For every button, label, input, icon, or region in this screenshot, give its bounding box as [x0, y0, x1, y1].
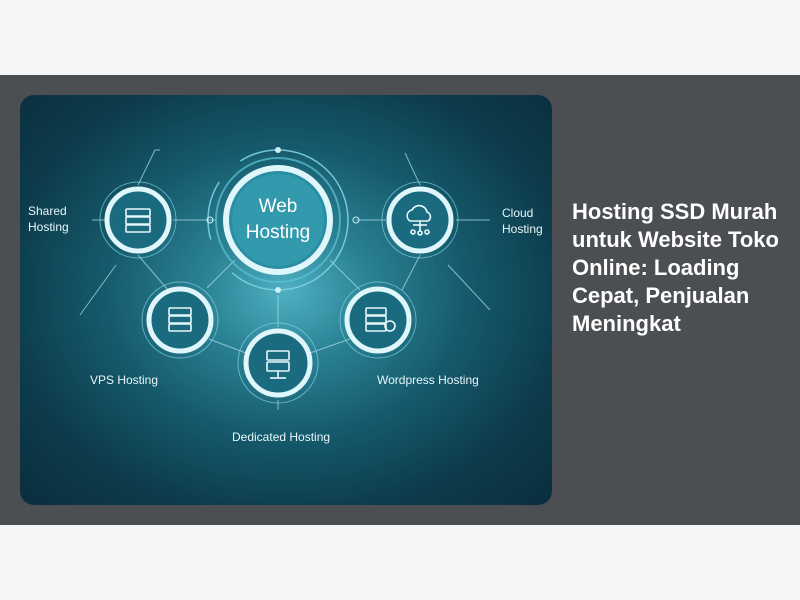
article-title[interactable]: Hosting SSD Murah untuk Website Toko Onl… [572, 199, 779, 336]
center-label-line2: Hosting [246, 222, 310, 243]
connector-lines [79, 149, 491, 410]
vps-hosting-label: VPS Hosting [90, 373, 158, 387]
featured-image[interactable]: Web Hosting [20, 95, 552, 505]
cloud-network-icon [406, 204, 432, 236]
shared-hosting-label-line2: Hosting [28, 220, 69, 234]
server-icon [168, 307, 192, 332]
vps-hosting-node [141, 281, 219, 359]
server-icon [266, 350, 290, 379]
shared-hosting-label-line1: Shared [28, 204, 67, 218]
wordpress-hosting-node [339, 281, 417, 359]
web-hosting-center-node: Web Hosting [206, 147, 360, 293]
dedicated-hosting-label: Dedicated Hosting [232, 430, 330, 444]
shared-hosting-node [99, 181, 177, 259]
cloud-hosting-node [381, 181, 459, 259]
wordpress-hosting-label: Wordpress Hosting [377, 373, 479, 387]
cloud-hosting-label-line2: Hosting [502, 222, 543, 236]
web-hosting-diagram: Web Hosting [28, 147, 543, 444]
server-icon [125, 208, 151, 233]
wordpress-server-icon [365, 307, 396, 332]
cloud-hosting-label-line1: Cloud [502, 206, 533, 220]
center-label-line1: Web [259, 196, 298, 217]
dedicated-hosting-node [237, 322, 319, 404]
